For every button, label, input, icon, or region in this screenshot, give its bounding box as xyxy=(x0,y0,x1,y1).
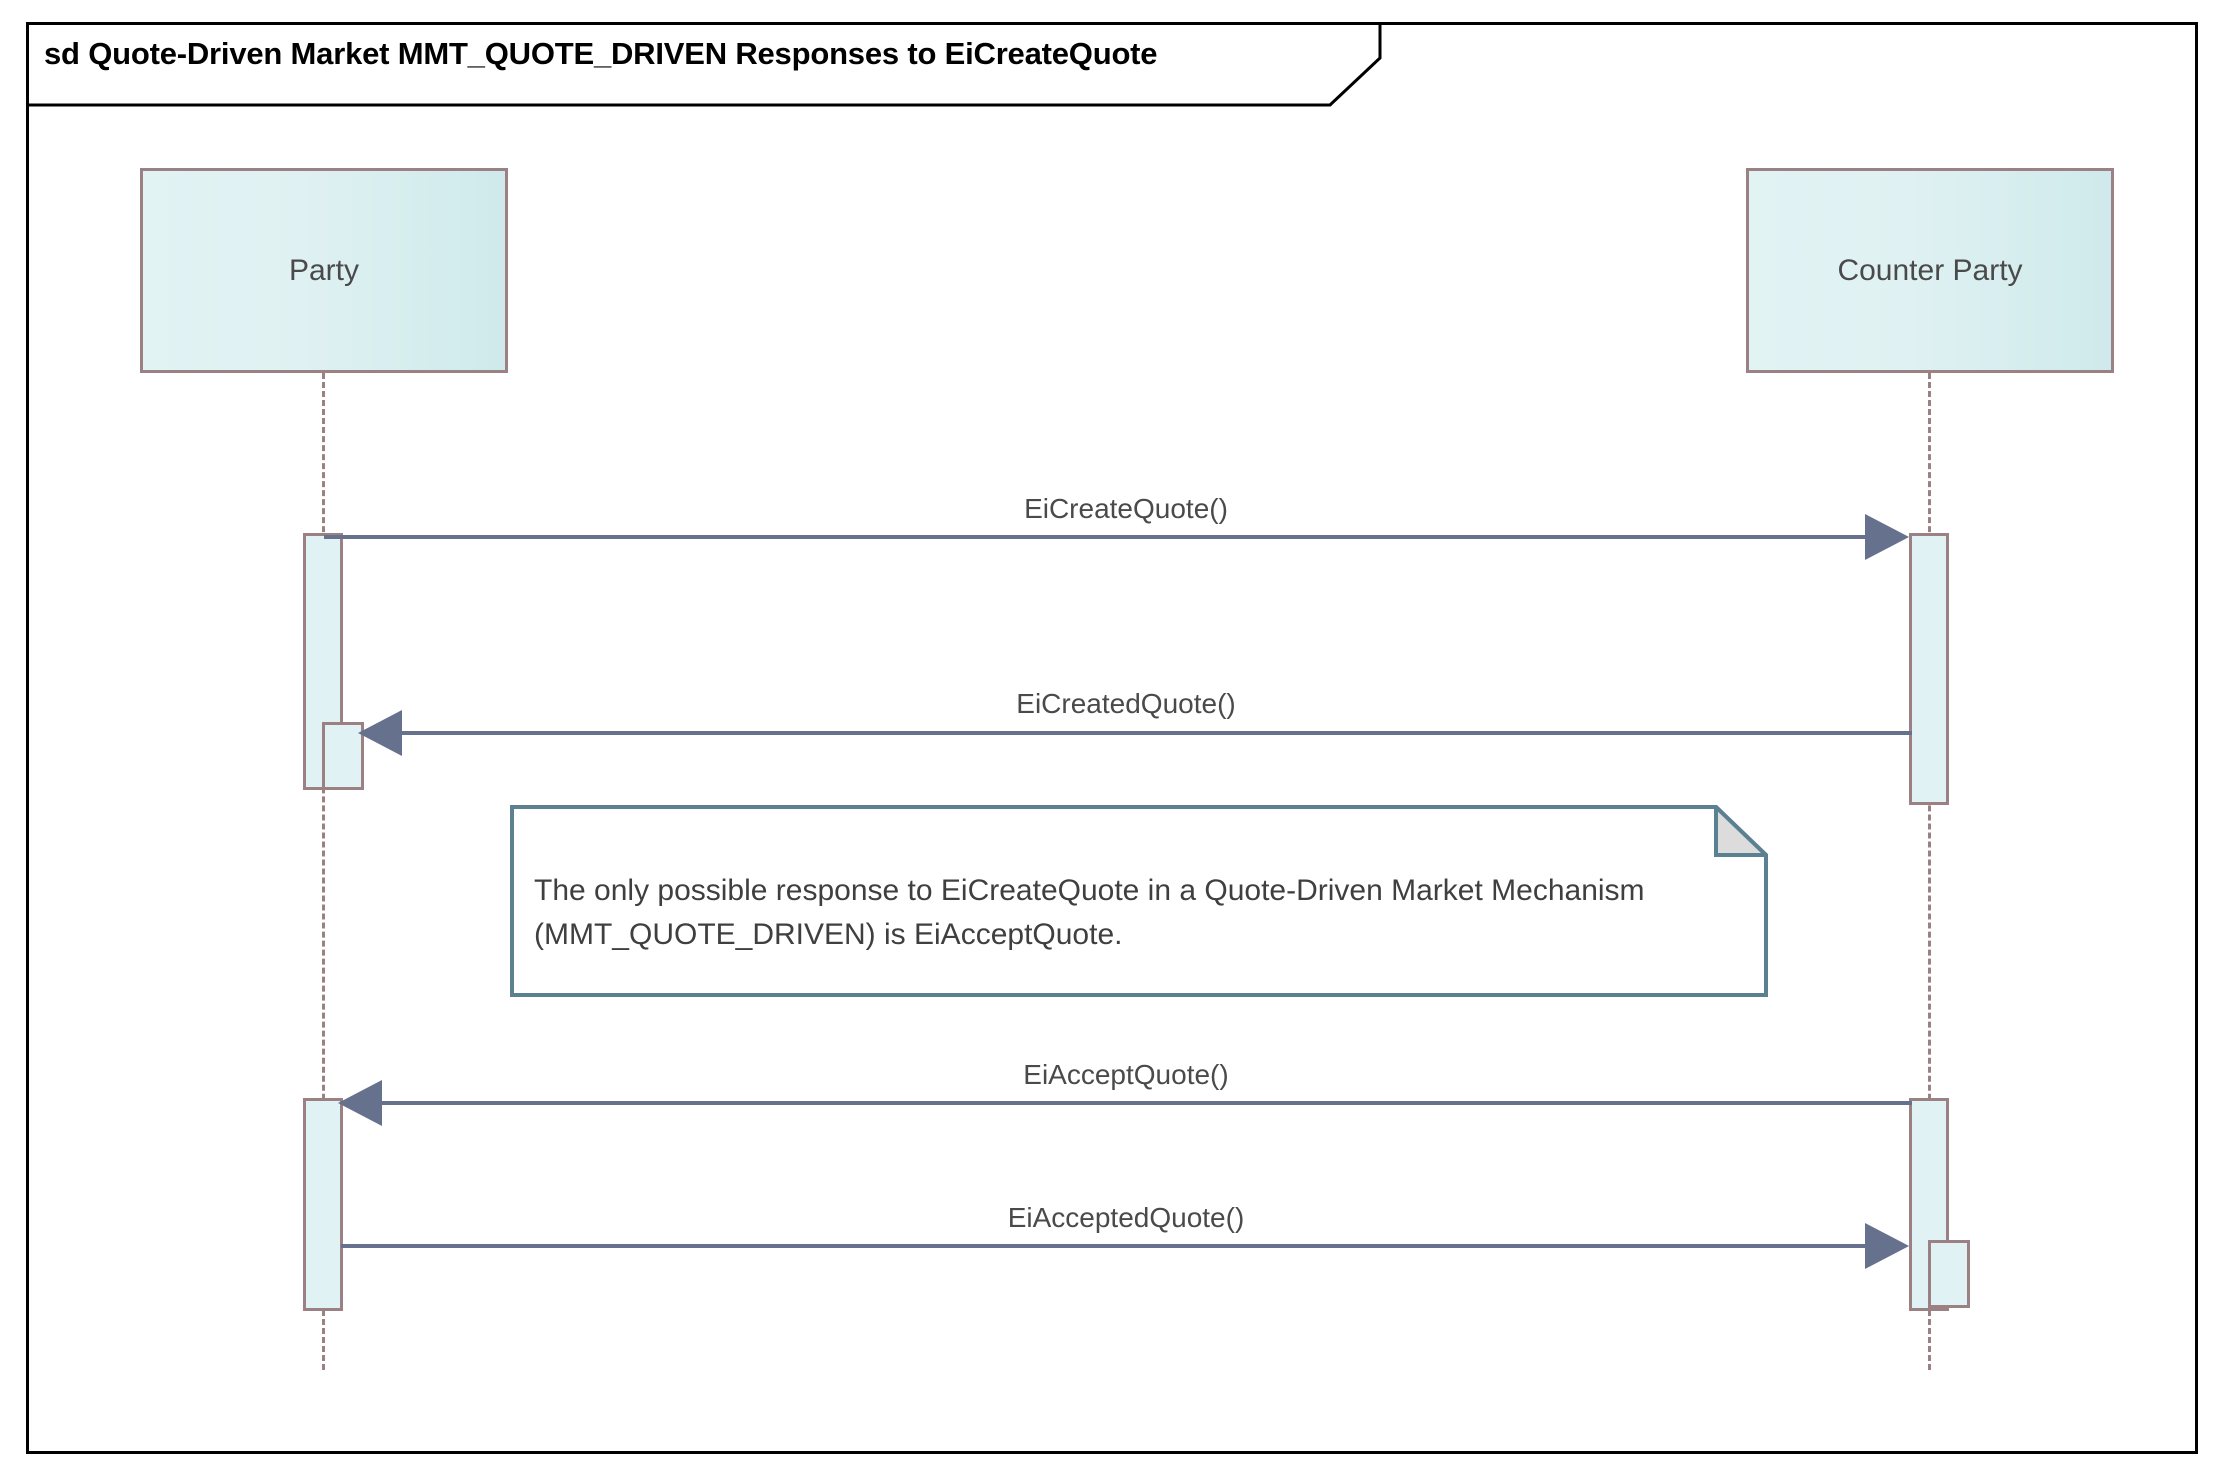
message-arrowhead-ei-accept-quote xyxy=(338,1080,382,1126)
message-arrowhead-ei-created-quote xyxy=(358,710,402,756)
activation-counter-party-2-nested[interactable] xyxy=(1928,1240,1970,1308)
activation-party-2[interactable] xyxy=(303,1098,343,1311)
lifeline-head-counter-party[interactable]: Counter Party xyxy=(1746,168,2118,377)
page-title: sd Quote-Driven Market MMT_QUOTE_DRIVEN … xyxy=(44,36,1158,71)
message-label-ei-accepted-quote: EiAcceptedQuote() xyxy=(1007,1202,1245,1233)
message-line-ei-create-quote[interactable] xyxy=(324,535,1874,539)
message-line-ei-accept-quote[interactable] xyxy=(380,1101,1912,1105)
lifeline-line-counter-party xyxy=(1928,373,1931,1370)
message-label-ei-created-quote: EiCreatedQuote() xyxy=(1016,688,1236,719)
lifeline-label-counter-party: Counter Party xyxy=(1837,253,2023,287)
message-label-ei-accept-quote: EiAcceptQuote() xyxy=(1023,1059,1229,1090)
message-label-ei-create-quote: EiCreateQuote() xyxy=(1024,493,1228,524)
note-text: The only possible response to EiCreateQu… xyxy=(534,874,1645,951)
message-arrowhead-ei-create-quote xyxy=(1865,514,1909,560)
lifeline-line-party xyxy=(322,373,325,1370)
note[interactable]: The only possible response to EiCreateQu… xyxy=(510,802,1771,997)
lifeline-label-party: Party xyxy=(288,253,360,287)
note-shape xyxy=(510,802,1771,997)
lifeline-head-party[interactable]: Party xyxy=(140,168,512,377)
activation-party-1-nested[interactable] xyxy=(322,722,364,790)
activation-counter-party-1[interactable] xyxy=(1909,533,1949,805)
message-line-ei-created-quote[interactable] xyxy=(400,731,1912,735)
message-arrowhead-ei-accepted-quote xyxy=(1865,1223,1909,1269)
message-line-ei-accepted-quote[interactable] xyxy=(341,1244,1874,1248)
